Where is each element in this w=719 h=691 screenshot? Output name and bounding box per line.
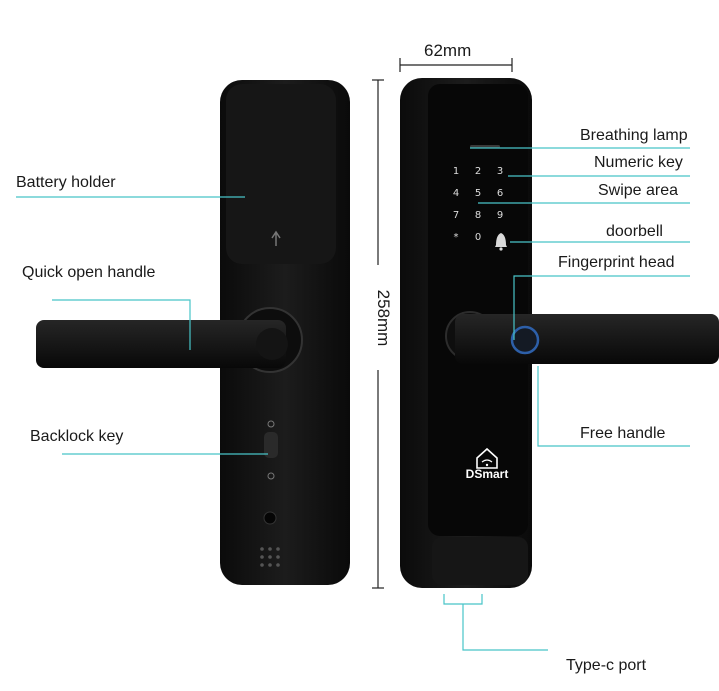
lock-indicator-icon <box>267 472 275 480</box>
keypad-key-8[interactable]: 8 <box>475 210 481 221</box>
label-breathing-lamp: Breathing lamp <box>580 127 688 144</box>
front-panel: 1 2 3 4 5 6 7 8 9 * 0 DSmart <box>400 78 719 588</box>
battery-cover <box>226 84 336 264</box>
width-dimension-label: 62mm <box>424 41 471 60</box>
label-numeric-key: Numeric key <box>594 154 683 171</box>
keyhole <box>263 511 277 525</box>
home-wifi-icon <box>476 447 498 469</box>
width-dimension: 62mm <box>399 41 513 72</box>
free-handle[interactable] <box>455 314 719 364</box>
label-type-c-port: Type-c port <box>566 657 647 674</box>
breathing-lamp <box>470 145 500 148</box>
doorbell-icon[interactable] <box>495 233 507 251</box>
callout-swipe-area: Swipe area <box>478 182 690 204</box>
keypad-key-5[interactable]: 5 <box>475 188 481 199</box>
quick-open-hub <box>256 328 288 360</box>
keypad-key-7[interactable]: 7 <box>453 210 459 221</box>
callout-fingerprint-head: Fingerprint head <box>513 254 690 340</box>
type-c-compartment <box>432 537 528 585</box>
front-glass <box>428 84 528 536</box>
quick-open-handle[interactable] <box>36 320 286 368</box>
callout-quick-open-handle: Quick open handle <box>22 264 191 350</box>
back-panel <box>36 80 350 585</box>
backlock-key-slot[interactable] <box>264 432 278 458</box>
keypad-key-2[interactable]: 2 <box>475 166 481 177</box>
brand-logo-text: DSmart <box>466 467 509 481</box>
battery-arrow-icon <box>271 230 281 246</box>
keypad-key-1[interactable]: 1 <box>453 166 459 177</box>
fingerprint-head[interactable] <box>510 325 540 355</box>
label-doorbell: doorbell <box>606 223 663 240</box>
keypad-key-6[interactable]: 6 <box>497 188 503 199</box>
label-backlock-key: Backlock key <box>30 428 123 445</box>
keypad-key-star[interactable]: * <box>454 232 459 243</box>
callout-battery-holder: Battery holder <box>16 174 245 198</box>
keypad-key-0[interactable]: 0 <box>475 232 481 243</box>
label-quick-open-handle: Quick open handle <box>22 264 156 281</box>
keypad-key-9[interactable]: 9 <box>497 210 503 221</box>
callout-type-c-port: Type-c port <box>443 594 647 674</box>
label-swipe-area: Swipe area <box>598 182 678 199</box>
callout-numeric-key: Numeric key <box>508 154 690 177</box>
height-dimension: 258mm <box>372 79 393 589</box>
keypad-key-4[interactable]: 4 <box>453 188 459 199</box>
label-battery-holder: Battery holder <box>16 174 116 191</box>
height-dimension-label: 258mm <box>374 290 393 347</box>
keypad-key-3[interactable]: 3 <box>497 166 503 177</box>
label-fingerprint-head: Fingerprint head <box>558 254 675 271</box>
numeric-keypad: 1 2 3 4 5 6 7 8 9 * 0 <box>453 166 503 243</box>
unlock-indicator-icon <box>267 420 275 428</box>
callout-breathing-lamp: Breathing lamp <box>470 127 690 149</box>
label-free-handle: Free handle <box>580 425 665 442</box>
callout-free-handle: Free handle <box>537 366 690 447</box>
callout-backlock-key: Backlock key <box>30 428 268 455</box>
callout-doorbell: doorbell <box>510 223 690 243</box>
speaker-grille <box>260 547 280 567</box>
